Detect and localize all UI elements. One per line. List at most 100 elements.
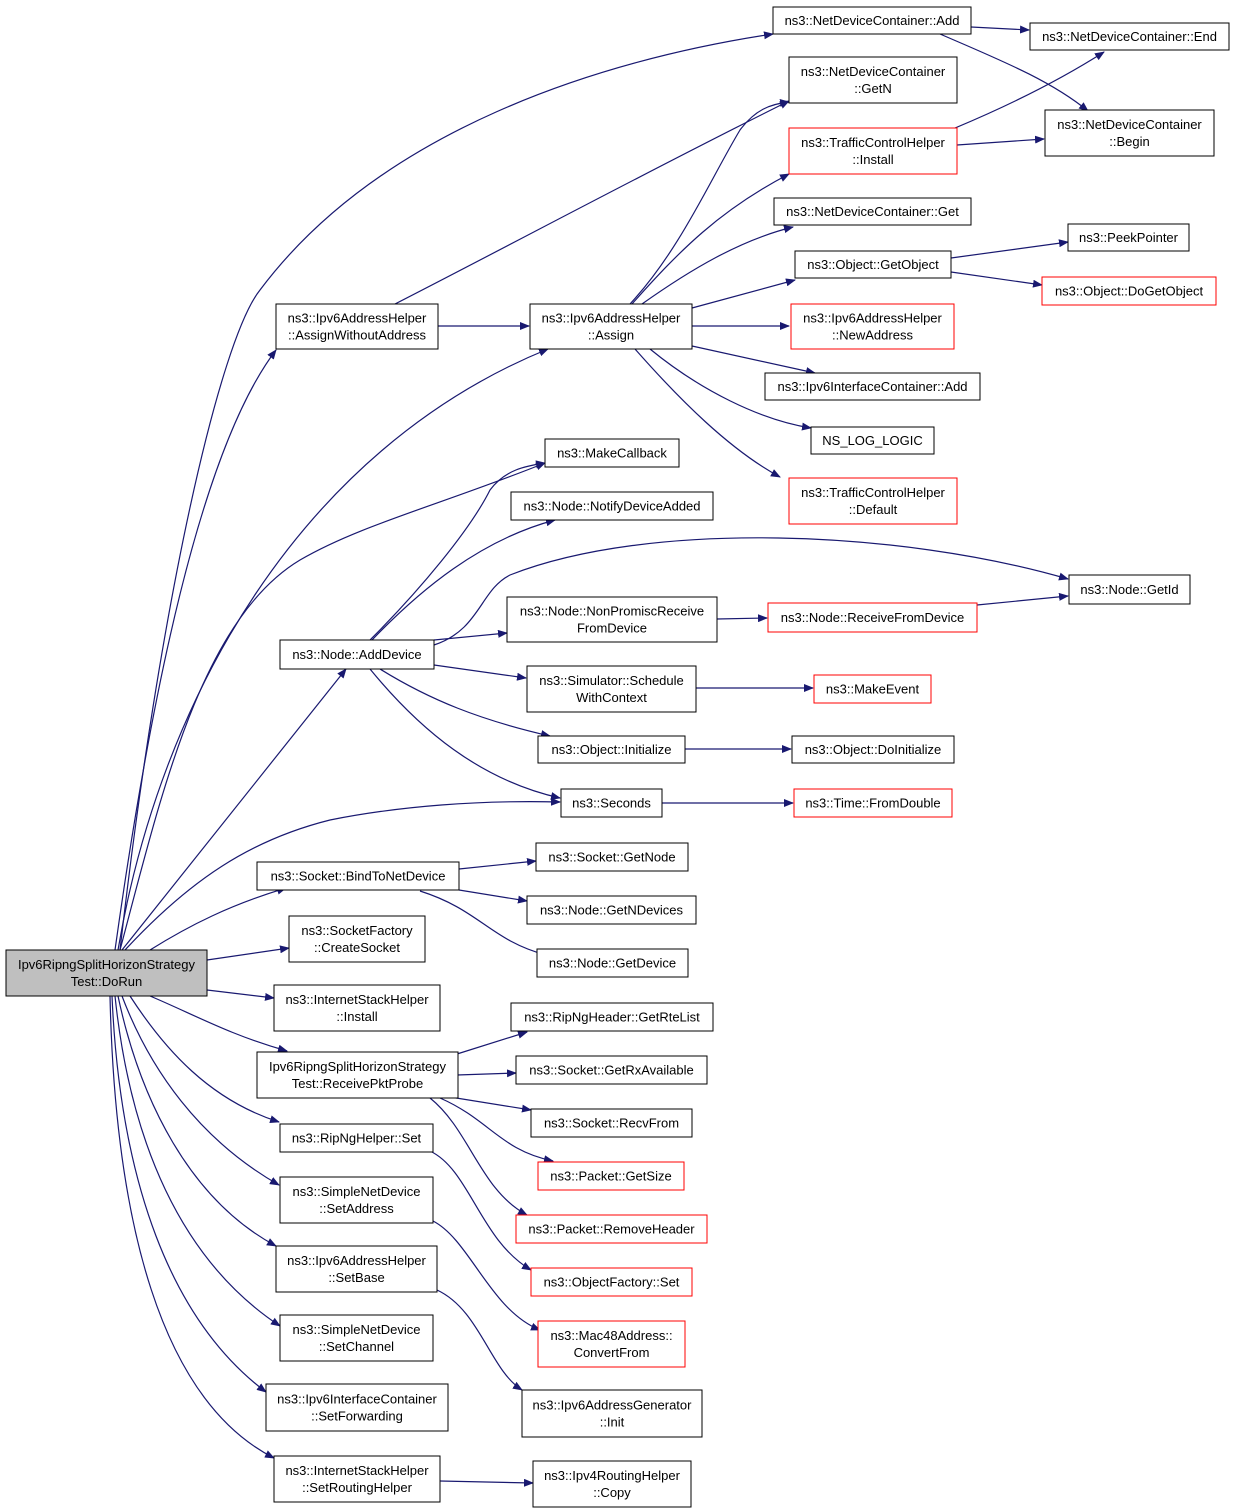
node-label-line: ns3::Node::GetNDevices (540, 903, 684, 918)
node-makeCallback[interactable]: ns3::MakeCallback (544, 438, 680, 468)
node-box (256, 1051, 459, 1099)
node-box (1041, 276, 1217, 306)
node-ipv4RhCopy[interactable]: ns3::Ipv4RoutingHelper::Copy (532, 1460, 692, 1508)
node-label-line: Test::DoRun (71, 974, 143, 989)
node-ofSet[interactable]: ns3::ObjectFactory::Set (530, 1267, 693, 1297)
node-ripNgSet[interactable]: ns3::RipNgHelper::Set (279, 1123, 434, 1153)
node-removeHeader[interactable]: ns3::Packet::RemoveHeader (515, 1214, 708, 1244)
node-ishInstall[interactable]: ns3::InternetStackHelper::Install (273, 984, 441, 1032)
node-label-line: ns3::Ipv6InterfaceContainer (277, 1392, 437, 1407)
node-box (537, 1320, 686, 1368)
node-label-line: ns3::Socket::RecvFrom (544, 1116, 679, 1131)
node-recvFromDevice[interactable]: ns3::Node::ReceiveFromDevice (767, 602, 978, 633)
node-box (788, 56, 958, 104)
node-seconds[interactable]: ns3::Seconds (560, 788, 663, 818)
node-assign[interactable]: ns3::Ipv6AddressHelper::Assign (529, 303, 693, 350)
node-awa[interactable]: ns3::Ipv6AddressHelper::AssignWithoutAdd… (275, 303, 439, 350)
node-tchInstall[interactable]: ns3::TrafficControlHelper::Install (788, 127, 958, 175)
node-macConvertFrom[interactable]: ns3::Mac48Address::ConvertFrom (537, 1320, 686, 1368)
node-newAddress[interactable]: ns3::Ipv6AddressHelper::NewAddress (790, 303, 955, 350)
node-objGetObject[interactable]: ns3::Object::GetObject (794, 250, 952, 279)
edge-rng-ofSet (429, 1150, 532, 1271)
edge-root-recvPktProbe (149, 995, 288, 1053)
node-label-line: ns3::Object::DoGetObject (1055, 284, 1204, 299)
node-genInit[interactable]: ns3::Ipv6AddressGenerator::Init (521, 1389, 703, 1438)
edge-root-setForwarding (111, 995, 267, 1393)
node-getNDevices[interactable]: ns3::Node::GetNDevices (526, 895, 697, 925)
node-ndcBegin[interactable]: ns3::NetDeviceContainer::Begin (1044, 109, 1215, 157)
node-addDevice[interactable]: ns3::Node::AddDevice (279, 639, 435, 670)
edge-ad-initialize (379, 668, 551, 738)
node-nodeGetDevice[interactable]: ns3::Node::GetDevice (536, 948, 689, 978)
node-makeEvent[interactable]: ns3::MakeEvent (813, 674, 932, 704)
node-label-line: ns3::SimpleNetDevice (293, 1184, 421, 1199)
node-sockGetNode[interactable]: ns3::Socket::GetNode (535, 842, 689, 872)
node-box (279, 1176, 434, 1224)
node-box (256, 861, 460, 891)
node-pktGetSize[interactable]: ns3::Packet::GetSize (537, 1161, 685, 1191)
node-label-line: ::Assign (588, 328, 634, 343)
node-setBase[interactable]: ns3::Ipv6AddressHelper::SetBase (275, 1245, 438, 1293)
node-box (510, 491, 714, 521)
node-ndcEnd[interactable]: ns3::NetDeviceContainer::End (1029, 22, 1230, 51)
edge-tch-ndcEnd (954, 51, 1105, 129)
node-peekPointer[interactable]: ns3::PeekPointer (1067, 223, 1190, 252)
node-label-line: ns3::Node::NotifyDeviceAdded (523, 499, 700, 514)
node-label-line: ns3::PeekPointer (1079, 230, 1179, 245)
node-box (788, 127, 958, 175)
node-objDoInitialize[interactable]: ns3::Object::DoInitialize (791, 735, 955, 764)
node-recvPktProbe[interactable]: Ipv6RipngSplitHorizonStrategyTest::Recei… (256, 1051, 459, 1099)
node-label-line: ns3::Object::Initialize (552, 742, 672, 757)
node-snSetChannel[interactable]: ns3::SimpleNetDevice::SetChannel (279, 1314, 434, 1362)
node-box (288, 915, 426, 963)
node-getRxAvailable[interactable]: ns3::Socket::GetRxAvailable (515, 1055, 708, 1085)
node-label-line: ns3::Ipv6AddressHelper (542, 311, 681, 326)
node-box (764, 372, 981, 401)
node-bindToNetDevice[interactable]: ns3::Socket::BindToNetDevice (256, 861, 460, 891)
node-box (790, 303, 955, 350)
node-label-line: ns3::Socket::GetRxAvailable (529, 1063, 694, 1078)
edge-ad-getId (433, 537, 1069, 646)
node-label-line: Ipv6RipngSplitHorizonStrategy (269, 1059, 447, 1074)
edge-bind-getDevice (419, 890, 547, 957)
node-getRteList[interactable]: ns3::RipNgHeader::GetRteList (510, 1002, 714, 1032)
node-ndcGet[interactable]: ns3::NetDeviceContainer::Get (773, 197, 972, 226)
node-nodeGetId[interactable]: ns3::Node::GetId (1068, 574, 1191, 605)
node-fromDouble[interactable]: ns3::Time::FromDouble (793, 788, 953, 818)
node-label-line: ::SetAddress (319, 1201, 394, 1216)
node-createSocket[interactable]: ns3::SocketFactory::CreateSocket (288, 915, 426, 963)
node-recvFrom[interactable]: ns3::Socket::RecvFrom (530, 1108, 693, 1138)
node-ndcAdd[interactable]: ns3::NetDeviceContainer::Add (772, 6, 972, 35)
node-nsLogLogic[interactable]: NS_LOG_LOGIC (810, 426, 935, 455)
node-ifcAdd[interactable]: ns3::Ipv6InterfaceContainer::Add (764, 372, 981, 401)
node-box (544, 438, 680, 468)
edge-ad-nonPromisc (433, 629, 508, 641)
node-label-line: ConvertFrom (574, 1345, 650, 1360)
edge-rpp-recvFrom (449, 1096, 532, 1113)
node-label-line: Ipv6RipngSplitHorizonStrategy (18, 957, 196, 972)
edge-gob-peekPointer (950, 239, 1069, 259)
node-tchDefault[interactable]: ns3::TrafficControlHelper::Default (788, 477, 958, 525)
node-label-line: ns3::InternetStackHelper (285, 1463, 429, 1478)
node-label-line: ns3::Ipv6AddressGenerator (533, 1398, 693, 1413)
edge-assign-ndcGet (641, 225, 794, 305)
node-box (810, 426, 935, 455)
edge-ad-seconds (369, 668, 561, 800)
node-label-line: ns3::Object::DoInitialize (805, 742, 942, 757)
node-snSetAddress[interactable]: ns3::SimpleNetDevice::SetAddress (279, 1176, 434, 1224)
node-doGetObject[interactable]: ns3::Object::DoGetObject (1041, 276, 1217, 306)
edge-root-ndcAdd (119, 31, 774, 951)
node-label-line: ns3::Seconds (572, 796, 651, 811)
edge-root-addDevice (121, 668, 347, 951)
node-setRoutingHelper[interactable]: ns3::InternetStackHelper::SetRoutingHelp… (273, 1455, 441, 1503)
edge-assign-objGetObject (691, 278, 796, 309)
node-setForwarding[interactable]: ns3::Ipv6InterfaceContainer::SetForwardi… (265, 1383, 449, 1432)
node-objInitialize[interactable]: ns3::Object::Initialize (537, 735, 686, 764)
node-notifyDevAdded[interactable]: ns3::Node::NotifyDeviceAdded (510, 491, 714, 521)
node-label-line: ::SetChannel (319, 1339, 394, 1354)
node-ndcGetN[interactable]: ns3::NetDeviceContainer::GetN (788, 56, 958, 104)
